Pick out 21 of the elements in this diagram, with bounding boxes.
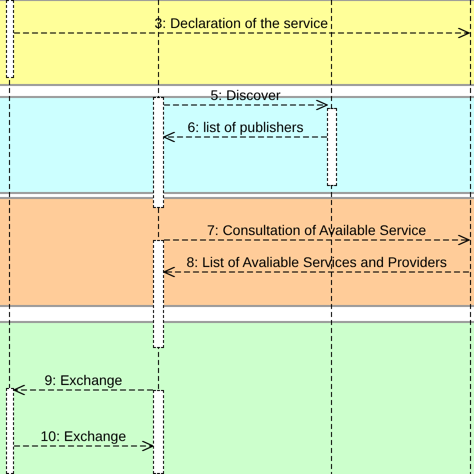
message-label: 10: Exchange — [40, 428, 126, 444]
message-label: 5: Discover — [210, 87, 281, 103]
message-arrow — [14, 27, 470, 39]
message-arrow — [164, 234, 470, 246]
activation-bar — [153, 390, 164, 474]
activation-bar — [6, 388, 14, 474]
activation-bar — [6, 0, 14, 78]
activation-bar — [327, 108, 337, 186]
message-arrow — [163, 266, 470, 278]
message-label: 7: Consultation of Available Service — [207, 222, 426, 238]
message-arrow — [13, 384, 154, 396]
message-arrow — [164, 99, 328, 111]
message-arrow — [14, 440, 154, 452]
message-label: 8: List of Avaliable Services and Providers — [186, 254, 447, 270]
message-label: 9: Exchange — [44, 372, 122, 388]
lifeline — [469, 0, 472, 474]
activation-bar — [153, 97, 164, 208]
lifeline — [152, 0, 165, 474]
message-label: 6: list of publishers — [188, 119, 304, 135]
activation-bar — [153, 240, 164, 348]
message-arrow — [163, 131, 328, 143]
